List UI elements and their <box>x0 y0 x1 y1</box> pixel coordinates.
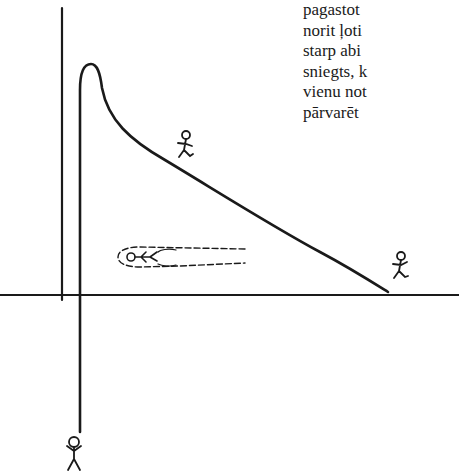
text-fragments: pagastotnorit ļotistarp abisniegts, kvie… <box>303 0 453 124</box>
tunnel-edge <box>158 249 176 266</box>
snow-ramp <box>80 64 388 432</box>
stick-figure <box>67 437 81 470</box>
stick-figure <box>178 131 193 157</box>
vertical-line <box>61 8 63 300</box>
text-fragment: norit ļoti <box>303 21 362 42</box>
text-fragment: vienu not <box>303 82 367 103</box>
text-fragment: starp abi <box>303 41 361 62</box>
stick-figure <box>127 252 157 262</box>
ground-line <box>0 294 459 296</box>
stick-figure <box>393 252 408 278</box>
text-fragment: pagastot <box>303 0 360 21</box>
snow-tunnel <box>118 247 245 267</box>
text-fragment: sniegts, k <box>303 62 367 83</box>
text-fragment: pārvarēt <box>303 103 359 124</box>
